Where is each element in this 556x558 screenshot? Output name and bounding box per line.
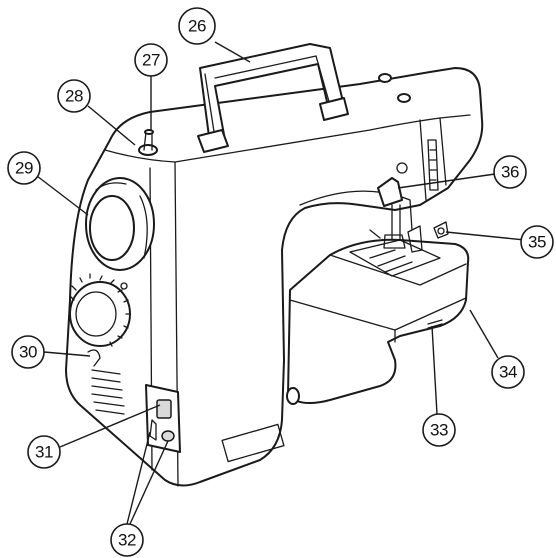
spool-pins — [138, 73, 411, 156]
callout-30: 30 — [11, 335, 45, 369]
callout-26-label: 26 — [188, 17, 206, 36]
power-switch — [156, 399, 172, 419]
callout-33-label: 33 — [430, 421, 448, 440]
callout-34-label: 34 — [499, 363, 517, 382]
side-vents — [87, 349, 125, 415]
callout-31-label: 31 — [35, 443, 53, 462]
stitch-selector-dial — [69, 273, 131, 347]
front-details — [221, 139, 449, 463]
callout-36-label: 36 — [501, 163, 519, 182]
callout-36: 36 — [493, 155, 527, 189]
callout-32: 32 — [110, 523, 144, 557]
needle-assembly — [369, 204, 423, 253]
callout-33: 33 — [422, 413, 456, 447]
callout-28-label: 28 — [65, 87, 83, 106]
callout-30-label: 30 — [19, 343, 37, 362]
callout-32-label: 32 — [118, 531, 136, 550]
carrying-handle — [197, 43, 349, 153]
callout-29-label: 29 — [15, 159, 33, 178]
callout-27-label: 27 — [142, 51, 160, 70]
leader-lines — [36, 41, 526, 525]
callout-27: 27 — [134, 43, 168, 77]
callout-26: 26 — [178, 7, 216, 45]
callout-29: 29 — [7, 151, 41, 185]
callout-35-label: 35 — [528, 233, 546, 252]
callout-31: 31 — [27, 435, 61, 469]
callout-28: 28 — [57, 79, 91, 113]
callout-35: 35 — [520, 225, 554, 259]
free-arm-bed — [287, 238, 470, 405]
handwheel — [85, 177, 155, 271]
power-panel — [145, 384, 181, 453]
callout-34: 34 — [491, 355, 525, 389]
